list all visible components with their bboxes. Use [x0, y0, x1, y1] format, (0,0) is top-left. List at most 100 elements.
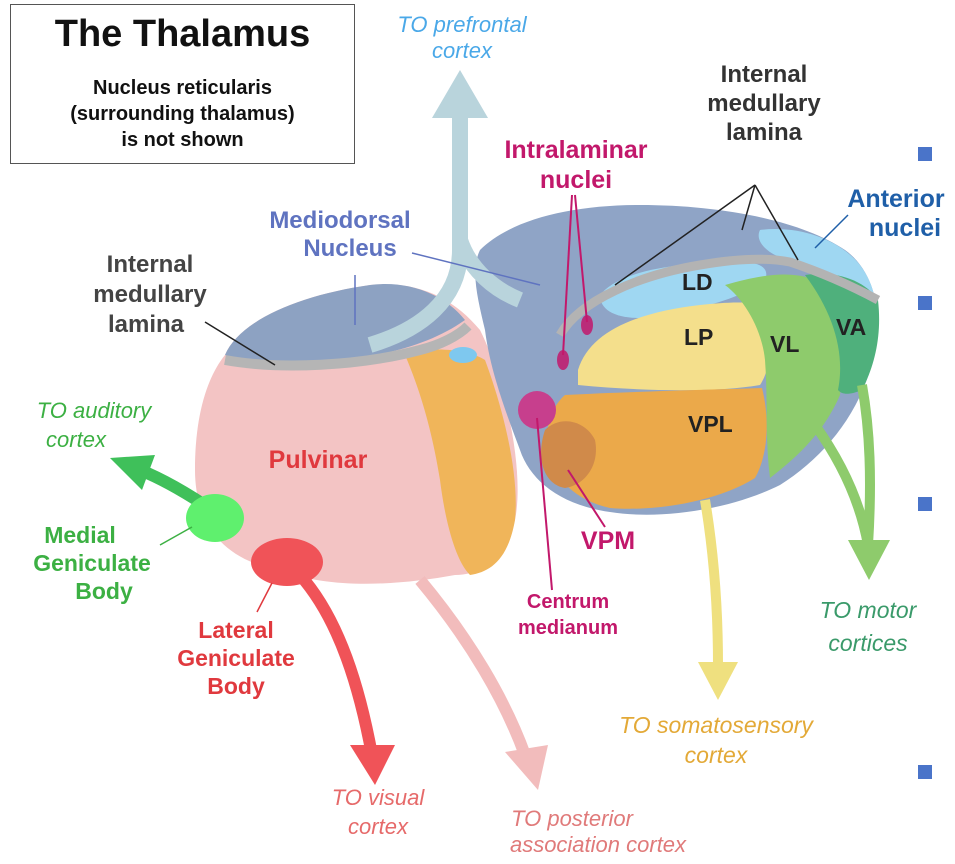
- label-posterior-line1: TO posterior: [511, 806, 635, 831]
- label-mediodorsal-line2: Nucleus: [303, 235, 396, 262]
- label-lateral-gb-line2: Geniculate: [177, 645, 295, 671]
- leader-lamina-top-2: [741, 184, 756, 231]
- label-visual: TO visual cortex: [332, 785, 426, 839]
- label-visual-line2: cortex: [348, 814, 409, 839]
- label-internal-lamina-top: Internal medullary lamina: [707, 61, 821, 146]
- label-prefrontal-line1: TO prefrontal: [397, 12, 527, 37]
- intralaminar-dot-1: [557, 350, 569, 370]
- bullet-marker-4: [918, 765, 932, 779]
- left-mediodorsal-cap: [225, 284, 465, 364]
- label-posterior: TO posterior association cortex: [510, 806, 687, 857]
- lp-region: [578, 302, 772, 391]
- label-lateral-gb: Lateral Geniculate Body: [177, 617, 295, 699]
- label-prefrontal: TO prefrontal cortex: [397, 12, 527, 63]
- internal-lamina-top-band: [556, 254, 881, 338]
- note-line-1: Nucleus reticularis: [93, 77, 272, 99]
- leader-intralaminar-1: [562, 194, 573, 356]
- label-prefrontal-line2: cortex: [432, 38, 493, 63]
- label-somato: TO somatosensory cortex: [619, 712, 814, 768]
- label-internal-lamina-left: Internal medullary lamina: [93, 251, 207, 338]
- label-ld: LD: [682, 269, 713, 295]
- vpl-region: [547, 388, 767, 509]
- leader-lateral-gb: [256, 582, 273, 613]
- title-box: The Thalamus Nucleus reticularis (surrou…: [10, 4, 355, 164]
- label-auditory: TO auditory cortex: [37, 398, 154, 452]
- lateral-geniculate-body: [251, 538, 323, 586]
- motor-arrowhead: [848, 540, 890, 580]
- label-lamina-top-line1: Internal: [721, 61, 808, 88]
- auditory-arrowhead: [110, 455, 155, 490]
- bullet-marker-1: [918, 147, 932, 161]
- bullet-marker-2: [918, 296, 932, 310]
- label-centrum: Centrum medianum: [518, 591, 618, 639]
- label-lamina-left-line2: medullary: [93, 281, 207, 308]
- label-anterior-line2: nuclei: [869, 214, 941, 242]
- label-centrum-line1: Centrum: [527, 591, 609, 613]
- label-lamina-top-line2: medullary: [707, 90, 821, 117]
- label-medial-gb: Medial Geniculate Body: [33, 522, 151, 604]
- label-mediodorsal: Mediodorsal Nucleus: [269, 207, 410, 262]
- leader-mediodorsal-right: [411, 252, 541, 286]
- left-orange-region: [405, 349, 516, 575]
- leader-vpm: [567, 469, 606, 528]
- va-region: [805, 273, 880, 394]
- internal-lamina-left-band: [224, 322, 472, 371]
- label-anterior: Anterior nuclei: [847, 185, 945, 242]
- label-pulvinar: Pulvinar: [269, 446, 368, 474]
- prefrontal-arrow-branch: [452, 237, 524, 308]
- label-posterior-line2: association cortex: [510, 832, 687, 857]
- visual-arrowhead: [350, 745, 395, 785]
- label-anterior-line1: Anterior: [847, 185, 945, 213]
- label-intralaminar-line2: nuclei: [540, 166, 612, 194]
- intralaminar-dot-2: [581, 315, 593, 335]
- label-lateral-gb-line1: Lateral: [198, 617, 273, 643]
- somato-arrowhead: [698, 662, 738, 700]
- label-visual-line1: TO visual: [332, 785, 426, 810]
- visual-arrow: [295, 571, 378, 757]
- label-lp: LP: [684, 324, 713, 350]
- vpm-region: [541, 421, 596, 488]
- label-lamina-left-line1: Internal: [107, 251, 194, 278]
- label-medial-gb-line3: Body: [75, 578, 133, 604]
- leader-centrum: [536, 417, 553, 591]
- somato-arrow: [700, 499, 723, 666]
- motor-arrow-branch: [857, 384, 875, 546]
- motor-arrow: [810, 422, 873, 546]
- label-medial-gb-line1: Medial: [44, 522, 116, 548]
- leader-anterior: [814, 214, 849, 249]
- posterior-arrowhead: [505, 745, 548, 790]
- label-intralaminar-line1: Intralaminar: [504, 136, 647, 164]
- anterior-nuclei-region: [758, 229, 876, 330]
- centrum-medianum-dot: [518, 391, 556, 429]
- label-lamina-top-line3: lamina: [726, 119, 803, 146]
- label-medial-gb-line2: Geniculate: [33, 550, 151, 576]
- bullet-marker-3: [918, 497, 932, 511]
- note-line-3: is not shown: [121, 129, 244, 151]
- label-motor-line2: cortices: [828, 630, 908, 656]
- label-auditory-line2: cortex: [46, 427, 107, 452]
- label-motor: TO motor cortices: [820, 597, 918, 656]
- small-blue-patch: [449, 347, 477, 363]
- label-lateral-gb-line3: Body: [207, 673, 265, 699]
- posterior-arrow: [415, 576, 531, 758]
- label-centrum-line2: medianum: [518, 617, 618, 639]
- leader-lamina-left: [204, 321, 276, 366]
- leader-medial-gb: [159, 526, 193, 546]
- page-title: The Thalamus: [54, 13, 311, 55]
- label-vpl: VPL: [688, 411, 733, 437]
- leader-lamina-top-1: [614, 184, 756, 286]
- note-line-2: (surrounding thalamus): [70, 103, 295, 125]
- label-intralaminar: Intralaminar nuclei: [504, 136, 647, 194]
- label-lamina-left-line3: lamina: [108, 311, 185, 338]
- label-vl: VL: [770, 331, 799, 357]
- label-vpm: VPM: [581, 527, 635, 555]
- label-somato-line2: cortex: [685, 742, 749, 768]
- leader-lamina-top-3: [754, 184, 799, 261]
- leader-intralaminar-2: [574, 194, 588, 323]
- label-auditory-line1: TO auditory: [37, 398, 154, 423]
- label-somato-line1: TO somatosensory: [619, 712, 814, 738]
- label-va: VA: [836, 314, 866, 340]
- medial-geniculate-body: [186, 494, 244, 542]
